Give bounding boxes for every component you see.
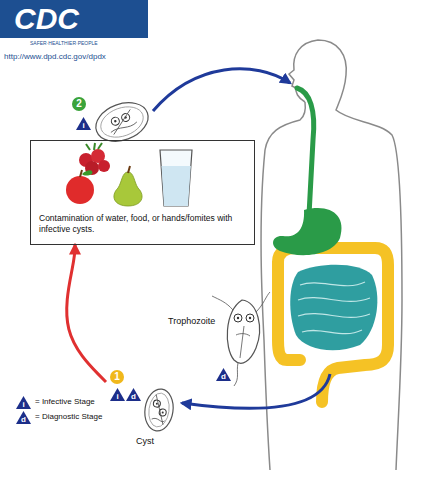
cyst-stage: 1 idCyst (106, 370, 178, 452)
stage-name: Trophozoite (168, 316, 215, 326)
contamination-box: Contamination of water, food, or hands/f… (30, 140, 255, 245)
esophagus (297, 88, 314, 215)
legend-text: = Diagnostic Stage (35, 412, 102, 421)
box-text: Contamination of water, food, or hands/f… (39, 213, 248, 234)
infective-badge: i (110, 388, 125, 401)
diagnostic-symbol: d (16, 411, 31, 424)
raspberries (79, 143, 110, 175)
stomach (273, 208, 341, 255)
transmission-arrow (67, 245, 106, 382)
ingestion-arrow (153, 69, 290, 111)
stage-name: Cyst (136, 436, 154, 446)
small-intestine (290, 265, 377, 350)
infective-symbol: i (16, 396, 31, 409)
legend-text: = Infective Stage (35, 397, 95, 406)
pear (114, 166, 142, 206)
url: http://www.dpd.cdc.gov/dpdx (4, 52, 106, 61)
infective-badge: i (76, 117, 91, 130)
logo-tagline: SAFER·HEALTHIER·PEOPLE (30, 40, 98, 46)
stage-number: 2 (72, 97, 86, 111)
legend-symbol: i (16, 396, 31, 409)
glass (160, 150, 192, 206)
large-intestine (278, 248, 388, 402)
trophozoite-stage: Trophozoite d (166, 296, 266, 388)
legend-symbol: d (16, 411, 31, 424)
logo-text: CDC (14, 2, 79, 36)
stage-number: 1 (110, 370, 124, 384)
diagnostic-badge: d (126, 388, 141, 401)
trophozoite-figure (212, 292, 270, 386)
cyst-figure (142, 387, 176, 432)
logo-block (0, 0, 148, 38)
diagnostic-badge: d (216, 368, 231, 381)
intestine-coils (298, 282, 370, 334)
excretion-arrow (182, 374, 330, 408)
apple (66, 170, 94, 204)
